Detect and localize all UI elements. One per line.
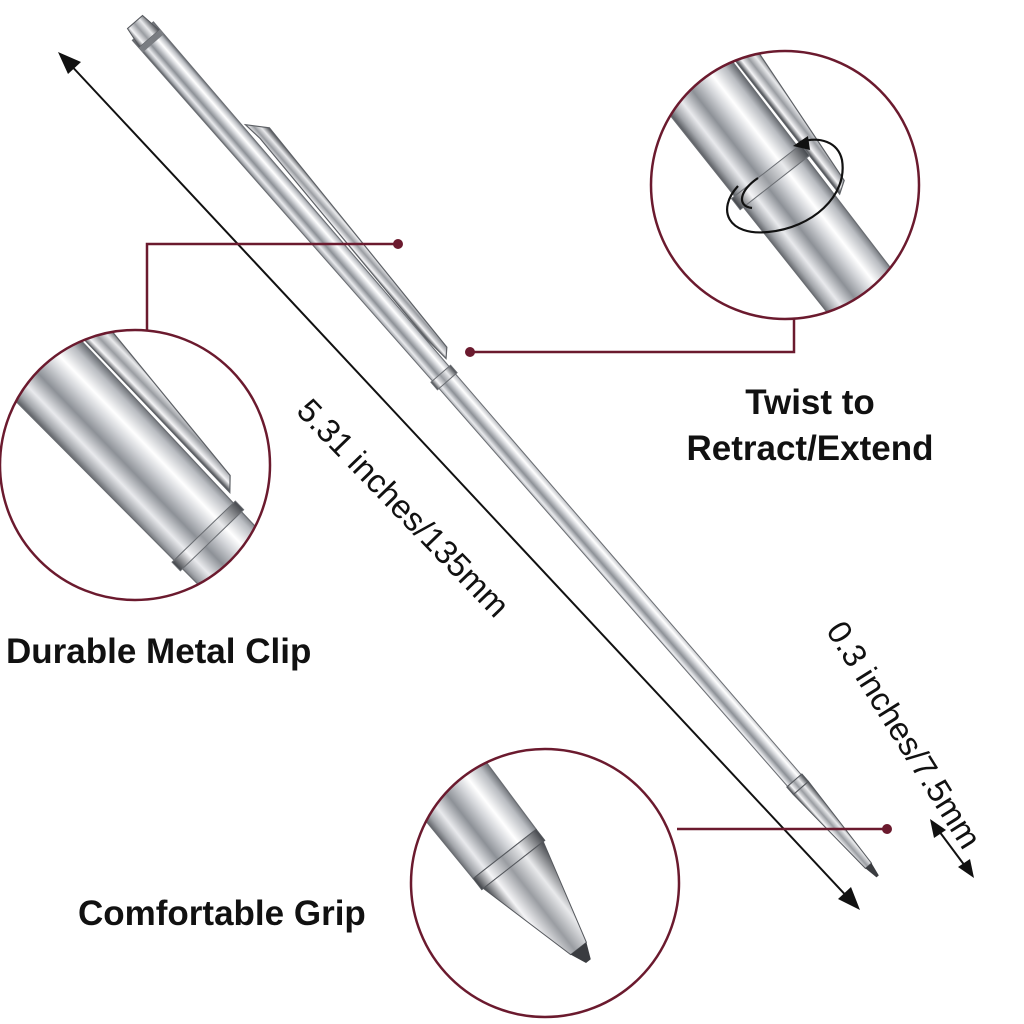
diameter-arrow-icon [930, 819, 974, 878]
rotate-arrow-icon [726, 138, 844, 234]
clip-feature-title: Durable Metal Clip [6, 632, 312, 671]
length-arrow-icon [58, 52, 860, 910]
grip-feature-title: Comfortable Grip [78, 894, 366, 933]
clip-zoom-circle [0, 328, 272, 602]
callout-dots [393, 239, 892, 834]
grip-zoom-circle [409, 747, 681, 1019]
twist-title-line1: Twist to [745, 383, 875, 422]
pen-body [126, 14, 879, 878]
twist-zoom-circle [649, 49, 921, 321]
twist-feature-title: Twist to Retract/Extend [640, 380, 980, 472]
twist-title-line2: Retract/Extend [686, 429, 934, 468]
callout-lines [145, 242, 887, 831]
